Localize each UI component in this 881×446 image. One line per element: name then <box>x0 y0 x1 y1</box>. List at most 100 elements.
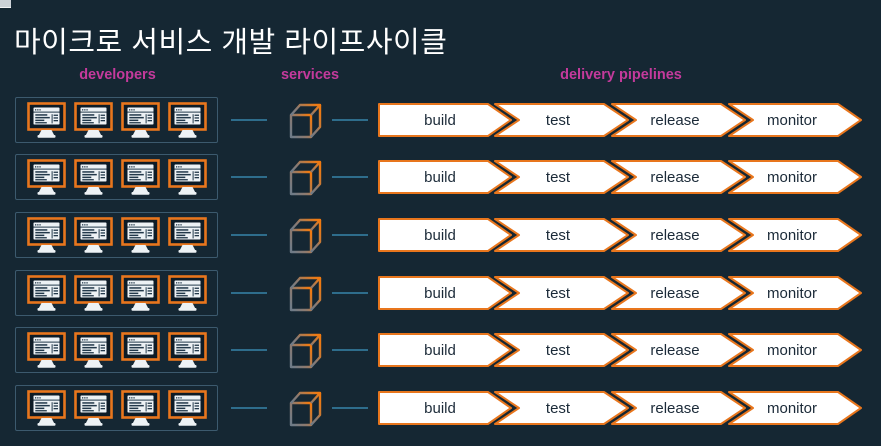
microservice-row: build test release monitor <box>15 206 875 264</box>
pipeline-stage-label: test <box>546 112 571 129</box>
pipeline-stage-shape-build <box>378 102 512 137</box>
pipeline-stage-label: release <box>650 169 699 186</box>
monitor-icon <box>120 389 160 426</box>
delivery-pipeline: build test release monitor <box>378 217 862 252</box>
pipeline-stage-shape-release <box>611 217 746 252</box>
pipeline-stage-shape-release <box>611 160 746 195</box>
page-title: 마이크로 서비스 개발 라이프사이클 <box>14 27 448 60</box>
pipeline-stage-shape-monitor <box>728 217 862 252</box>
microservice-row: build test release monitor <box>15 379 875 437</box>
monitor-icon <box>167 389 207 426</box>
delivery-pipeline: build test release monitor <box>378 102 862 137</box>
pipeline-stage-label: release <box>650 227 699 244</box>
pipeline-stage-label: test <box>546 169 571 186</box>
pipeline-stage-label: monitor <box>767 227 817 244</box>
pipeline-stage-label: release <box>650 285 699 302</box>
monitor-icon <box>120 101 160 138</box>
pipeline-stage-shape-monitor <box>728 333 862 368</box>
pipeline-stage-label: monitor <box>767 112 817 129</box>
pipeline-stage-label: build <box>424 169 456 186</box>
pipeline-stage-label: test <box>546 285 571 302</box>
pipeline-stage-shape-monitor <box>728 390 862 425</box>
pipeline-stage-label: build <box>424 285 456 302</box>
developer-group <box>15 211 218 258</box>
developer-group <box>15 269 218 316</box>
cube-icon <box>289 218 322 254</box>
connector-line <box>231 233 267 236</box>
monitor-icon <box>120 217 160 253</box>
pipeline-stage-shape-monitor <box>728 102 862 137</box>
delivery-pipeline: build test release monitor <box>378 160 862 195</box>
connector-line <box>332 233 368 236</box>
monitor-icon <box>26 217 66 253</box>
monitor-icon <box>120 332 160 368</box>
monitor-icon <box>73 217 113 253</box>
pipeline-stage-shape-release <box>611 333 746 368</box>
monitor-icon <box>167 101 207 138</box>
developer-group <box>15 384 218 431</box>
pipeline-stage-label: build <box>424 112 456 129</box>
pipeline-stage-shape-build <box>378 390 512 425</box>
connector-line <box>332 176 368 179</box>
microservice-row: build test release monitor <box>15 321 875 379</box>
monitor-icon <box>167 159 207 196</box>
connector-line <box>332 349 368 352</box>
pipeline-stage-label: monitor <box>767 285 817 302</box>
pipeline-stage-label: build <box>424 400 456 417</box>
delivery-pipeline: build test release monitor <box>378 275 862 310</box>
pipeline-stage-label: build <box>424 342 456 359</box>
pipeline-stage-shape-monitor <box>728 160 862 195</box>
pipeline-stage-label: build <box>424 227 456 244</box>
monitor-icon <box>26 332 66 368</box>
pipeline-stage-label: monitor <box>767 169 817 186</box>
cube-icon <box>289 276 322 311</box>
microservice-row: build test release monitor <box>15 264 875 322</box>
developer-group <box>15 154 218 201</box>
pipeline-stage-shape-build <box>378 217 512 252</box>
column-header-delivery-pipelines: delivery pipelines <box>560 67 682 83</box>
pipeline-stage-shape-build <box>378 333 512 368</box>
monitor-icon <box>26 274 66 311</box>
pipeline-stage-shape-test <box>494 390 629 425</box>
developer-group <box>15 96 218 143</box>
cube-icon <box>289 333 322 369</box>
microservice-row: build test release monitor <box>15 149 875 207</box>
connector-line <box>231 291 267 294</box>
pipeline-stage-shape-test <box>494 333 629 368</box>
monitor-icon <box>120 159 160 196</box>
monitor-icon <box>73 389 113 426</box>
pipeline-stage-shape-release <box>611 102 746 137</box>
pipeline-stage-label: release <box>650 342 699 359</box>
pipeline-stage-label: release <box>650 400 699 417</box>
monitor-icon <box>73 101 113 138</box>
monitor-icon <box>26 159 66 196</box>
delivery-pipeline: build test release monitor <box>378 333 862 368</box>
cube-icon <box>289 391 322 426</box>
monitor-icon <box>26 389 66 426</box>
pipeline-stage-shape-test <box>494 102 629 137</box>
connector-line <box>231 349 267 352</box>
pipeline-stage-label: test <box>546 400 571 417</box>
cube-icon <box>289 161 322 196</box>
pipeline-stage-label: test <box>546 227 571 244</box>
pipeline-stage-label: release <box>650 112 699 129</box>
pipeline-stage-shape-build <box>378 160 512 195</box>
column-header-developers: developers <box>79 67 156 83</box>
pipeline-stage-shape-monitor <box>728 275 862 310</box>
connector-line <box>231 176 267 179</box>
pipeline-stage-shape-release <box>611 390 746 425</box>
developer-group <box>15 327 218 374</box>
connector-line <box>332 291 368 294</box>
microservice-row: build test release monitor <box>15 91 875 149</box>
pipeline-stage-shape-test <box>494 217 629 252</box>
pipeline-stage-label: test <box>546 342 571 359</box>
monitor-icon <box>73 332 113 368</box>
monitor-icon <box>167 217 207 253</box>
monitor-icon <box>167 274 207 311</box>
pipeline-stage-shape-release <box>611 275 746 310</box>
monitor-icon <box>26 101 66 138</box>
pipeline-stage-label: monitor <box>767 342 817 359</box>
monitor-icon <box>120 274 160 311</box>
connector-line <box>231 118 267 121</box>
